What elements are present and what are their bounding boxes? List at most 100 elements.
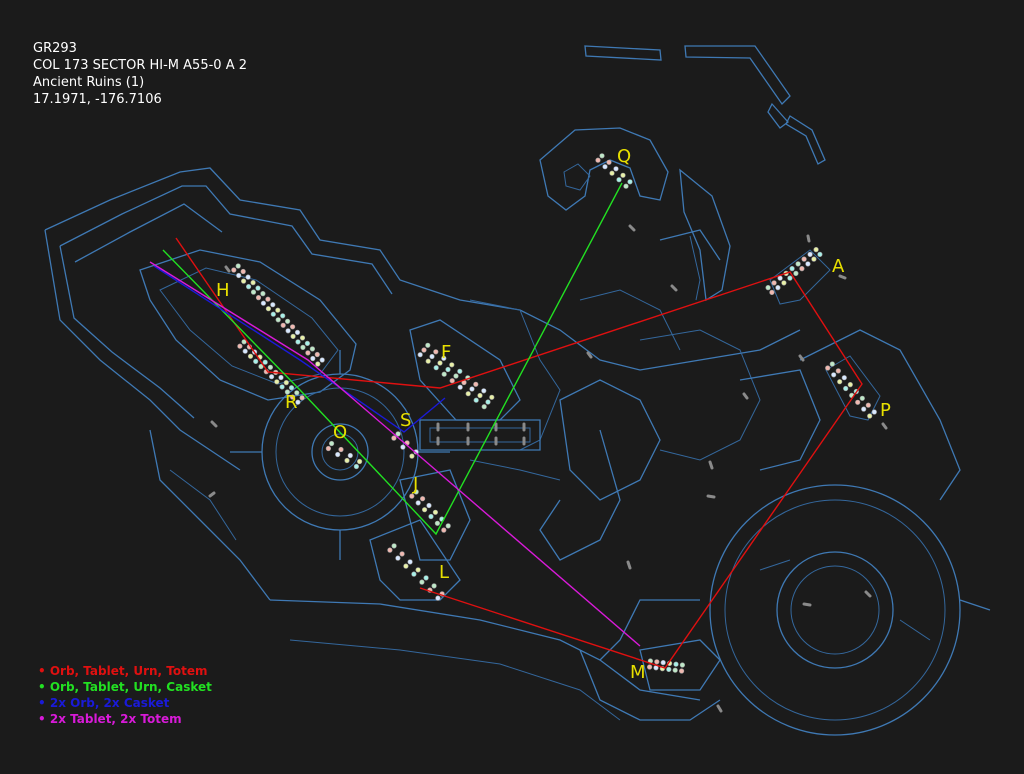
site-label-m: M [630, 662, 646, 683]
obelisk-node [445, 523, 451, 529]
site-label-o: O [333, 422, 347, 443]
obelisk-node [489, 394, 495, 400]
obelisk-node [673, 661, 679, 667]
obelisk-node [285, 328, 291, 334]
obelisk-node [473, 381, 479, 387]
obelisk-node [294, 390, 300, 396]
obelisk-node [666, 666, 672, 673]
obelisk-node [260, 291, 266, 297]
obelisk-node [469, 386, 475, 392]
site-name: Ancient Ruins (1) [33, 75, 145, 90]
obelisk-node [255, 285, 261, 291]
obelisk-node [357, 458, 363, 465]
obelisk-node [811, 256, 817, 262]
obelisk-node [813, 247, 819, 253]
obelisk-clusters [231, 153, 877, 674]
obelisk-node [595, 157, 601, 163]
obelisk-node [419, 579, 425, 585]
obelisk-node [415, 567, 421, 573]
obelisk-node [403, 563, 409, 569]
obelisk-node [426, 502, 432, 509]
obelisk-node [299, 395, 305, 401]
grey-markers [208, 224, 888, 713]
obelisk-node [288, 385, 295, 391]
obelisk-node [765, 285, 771, 291]
obelisk-node [250, 289, 257, 295]
obelisk-node [290, 333, 296, 340]
obelisk-node [344, 457, 350, 464]
obelisk-node [417, 352, 423, 358]
obelisk-node [235, 263, 241, 269]
obelisk-node [807, 251, 813, 257]
obelisk-node [441, 371, 447, 377]
obelisk-node [285, 318, 291, 324]
obelisk-node [299, 335, 306, 341]
obelisk-node [267, 364, 274, 370]
obelisk-node [457, 368, 463, 374]
obelisk-node [278, 374, 284, 381]
obelisk-node [434, 520, 441, 526]
obelisk-node [325, 445, 332, 452]
obelisk-node [260, 300, 267, 306]
obelisk-node [477, 392, 483, 399]
legend-item-magenta: • 2x Tablet, 2x Totem [38, 712, 182, 726]
obelisk-node [441, 527, 447, 533]
obelisk-node [481, 388, 487, 394]
obelisk-node [315, 361, 321, 367]
site-label-p: P [880, 400, 891, 421]
legend-item-blue: • 2x Orb, 2x Casket [38, 696, 170, 710]
obelisk-node [409, 453, 415, 459]
obelisk-node [411, 571, 417, 577]
site-label-r: R [285, 392, 298, 413]
obelisk-node [399, 551, 405, 557]
obelisk-node [775, 285, 781, 291]
obelisk-node [449, 378, 455, 384]
site-label-l: L [439, 562, 449, 583]
obelisk-node [255, 295, 262, 301]
route-magenta [149, 261, 641, 647]
obelisk-node [420, 496, 426, 502]
obelisk-node [859, 395, 865, 401]
obelisk-node [253, 358, 259, 365]
body-name: COL 173 SECTOR HI-M A55-0 A 2 [33, 58, 247, 73]
obelisk-node [871, 409, 877, 415]
site-label-q: Q [617, 146, 631, 167]
obelisk-node [391, 435, 397, 441]
obelisk-node [865, 402, 871, 408]
obelisk-node [660, 659, 666, 666]
obelisk-node [817, 251, 823, 257]
site-label-h: H [216, 280, 230, 301]
obelisk-node [237, 343, 243, 349]
obelisk-node [279, 384, 285, 390]
obelisk-node [425, 342, 431, 348]
obelisk-node [407, 559, 413, 565]
obelisk-node [429, 353, 435, 360]
obelisk-node [437, 360, 443, 366]
obelisk-node [270, 311, 276, 317]
obelisk-node [280, 313, 286, 319]
obelisk-node [861, 406, 867, 412]
obelisk-node [395, 431, 401, 437]
obelisk-node [843, 385, 849, 392]
obelisk-node [781, 280, 787, 286]
obelisk-node [236, 272, 242, 279]
route-legend: • Orb, Tablet, Urn, Totem • Orb, Tablet,… [38, 663, 212, 727]
obelisk-node [646, 664, 653, 670]
system-code: GR293 [33, 41, 77, 56]
obelisk-node [400, 444, 406, 450]
coordinates: 17.1971, -176.7106 [33, 92, 162, 107]
site-label-j: J [412, 474, 418, 495]
obelisk-node [413, 489, 419, 495]
route-blue [153, 265, 446, 433]
obelisk-node [387, 547, 393, 553]
obelisk-node [837, 379, 843, 385]
obelisk-node [799, 266, 805, 272]
obelisk-node [283, 380, 289, 386]
obelisk-node [269, 374, 275, 380]
obelisk-node [435, 595, 441, 601]
obelisk-node [338, 446, 344, 453]
obelisk-node [258, 363, 264, 370]
obelisk-node [265, 296, 271, 302]
obelisk-node [247, 353, 254, 359]
